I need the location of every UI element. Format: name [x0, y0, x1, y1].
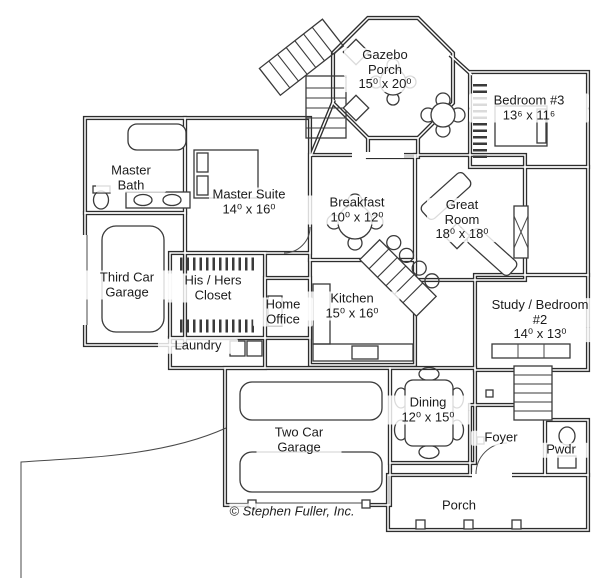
chair-icon: [342, 94, 370, 122]
room-label-home-office: Home Office: [253, 297, 313, 327]
room-dims: 14⁰ x 16⁰: [209, 201, 289, 217]
room-name: Kitchen: [304, 291, 400, 306]
room-name: Laundry: [158, 338, 238, 354]
copyright-text: © Stephen Fuller, Inc.: [229, 503, 355, 519]
room-label-his-hers-closet: His / Hers Closet: [165, 273, 261, 303]
sink-icon: [162, 193, 182, 207]
pillow-icon: [196, 175, 209, 196]
driveway-line: [20, 427, 227, 578]
room-name: Dining: [385, 395, 471, 410]
foyer-stairs: [513, 365, 553, 421]
room-label-two-car-garage: Two Car Garage: [256, 425, 342, 455]
door-swing-arc: [283, 226, 311, 254]
room-dims: 10⁰ x 12⁰: [302, 209, 412, 225]
center-stairs: [358, 234, 440, 318]
car-icon: [239, 451, 383, 493]
garage-door-post-icon: [361, 499, 371, 509]
room-dims: 15⁰ x 16⁰: [304, 305, 400, 321]
room-label-foyer: Foyer: [471, 430, 531, 446]
room-name: Master Bath: [96, 163, 166, 193]
porch-columns: [415, 519, 522, 530]
room-name: Home Office: [253, 297, 313, 327]
study-furniture: [491, 343, 571, 359]
room-dims: 14⁰ x 13⁰: [482, 327, 598, 342]
room-label-pwdr: Pwdr: [533, 442, 589, 458]
gazebo-entry-stairs: [258, 18, 345, 97]
room-name: His / Hers Closet: [165, 273, 261, 303]
toilet-icon: [92, 190, 110, 210]
room-name: Third Car Garage: [79, 270, 175, 300]
wall-right-hall: [522, 164, 591, 278]
room-name: Bedroom #3: [469, 93, 589, 108]
column-icon: [463, 519, 474, 530]
misc-doors: [283, 226, 311, 254]
dryer-icon: [246, 340, 263, 357]
room-name: Two Car Garage: [256, 425, 342, 455]
chair-icon: [418, 444, 440, 460]
car-icon: [239, 381, 383, 421]
room-label-third-car-garage: Third Car Garage: [79, 270, 175, 300]
sink-icon: [133, 193, 153, 207]
room-name: Gazebo Porch: [344, 47, 426, 78]
room-dims: 18⁰ x 18⁰: [427, 227, 497, 242]
room-name: Great Room: [427, 197, 497, 228]
room-label-porch: Porch: [424, 498, 494, 514]
room-name: Master Suite: [209, 187, 289, 202]
room-name: Pwdr: [533, 442, 589, 458]
room-name: Study / Bedroom #2: [482, 297, 598, 328]
room-name: Foyer: [471, 430, 531, 446]
range-icon: [351, 345, 379, 360]
room-name: Porch: [424, 498, 494, 514]
room-label-laundry: Laundry: [158, 338, 238, 354]
driveway: [20, 427, 227, 578]
pillow-icon: [196, 152, 209, 173]
door-swing-arc: [475, 442, 508, 475]
column-icon: [415, 519, 426, 530]
window-seat-icon: [491, 343, 571, 359]
room-dims: 13⁶ x 11⁶: [469, 107, 589, 123]
round-table-icon: [430, 102, 456, 128]
counter-icon: [312, 343, 414, 362]
kitchen-counters: [312, 283, 414, 362]
room-name: Breakfast: [302, 195, 412, 210]
sink-icon: [557, 455, 577, 469]
room-dims: 12⁰ x 15⁰: [385, 409, 471, 425]
bathtub-icon: [127, 123, 187, 151]
room-dims: 15⁰ x 20⁰: [344, 77, 426, 92]
gazebo-lower-stairs: [305, 75, 347, 139]
room-label-master-bath: Master Bath: [96, 163, 166, 193]
master-bath-fixtures: [92, 123, 191, 210]
column-icon: [511, 519, 522, 530]
